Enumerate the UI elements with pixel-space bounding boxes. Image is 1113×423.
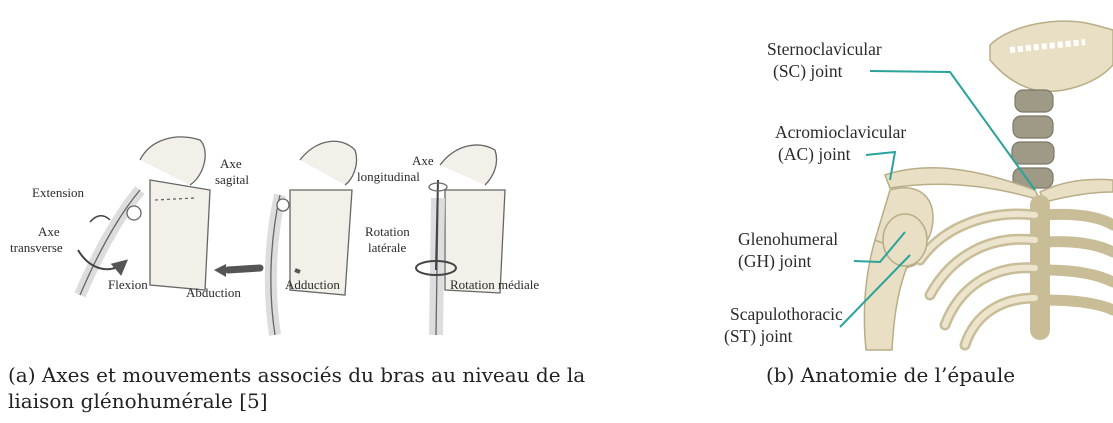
leader-ac	[866, 152, 895, 180]
label-extension: Extension	[32, 185, 84, 200]
figure-panel-arm-movements: Extension Axe transverse Flexion Axe sag…	[0, 0, 640, 423]
label-ac-line1: Acromioclavicular	[775, 122, 906, 142]
skull-jaw	[990, 21, 1113, 91]
label-axis-longitudinal-1: Axe	[412, 153, 434, 168]
label-st-line1: Scapulothoracic	[730, 304, 843, 324]
humerus-scapula	[864, 188, 933, 350]
label-rotation-medial: Rotation médiale	[450, 277, 539, 292]
label-gh-line2: (GH) joint	[738, 251, 812, 271]
figure-rotation	[416, 145, 505, 335]
cervical-spine	[1012, 90, 1054, 188]
label-rotation-lateral-2: latérale	[368, 240, 406, 255]
rib-cage-highlight	[920, 214, 1035, 345]
label-axis-longitudinal-2: longitudinal	[357, 169, 420, 184]
label-gh-line1: Glenohumeral	[738, 229, 838, 249]
shoulder-anatomy-illustration: Sternoclavicular (SC) joint Acromioclavi…	[690, 0, 1113, 360]
figure-flexion-extension	[78, 137, 210, 295]
label-axis-sagittal-1: Axe	[220, 156, 242, 171]
caption-panel-a: (a) Axes et mouvements associés du bras …	[8, 362, 628, 414]
label-axis-transverse-1: Axe	[38, 224, 60, 239]
arm-movements-illustration: Extension Axe transverse Flexion Axe sag…	[0, 0, 640, 360]
label-axis-transverse-2: transverse	[10, 240, 63, 255]
label-st-line2: (ST) joint	[724, 326, 793, 346]
label-axis-sagittal-2: sagital	[215, 172, 249, 187]
figure-panel-shoulder-anatomy: Sternoclavicular (SC) joint Acromioclavi…	[690, 0, 1113, 423]
rib-cage	[920, 205, 1113, 345]
label-ac-line2: (AC) joint	[778, 144, 851, 164]
caption-panel-b: (b) Anatomie de l’épaule	[766, 362, 1106, 388]
label-flexion: Flexion	[108, 277, 148, 292]
label-sc-line1: Sternoclavicular	[767, 39, 882, 59]
label-adduction: Adduction	[285, 277, 340, 292]
label-rotation-lateral-1: Rotation	[365, 224, 410, 239]
label-abduction: Abduction	[186, 285, 241, 300]
label-sc-line2: (SC) joint	[773, 61, 843, 81]
